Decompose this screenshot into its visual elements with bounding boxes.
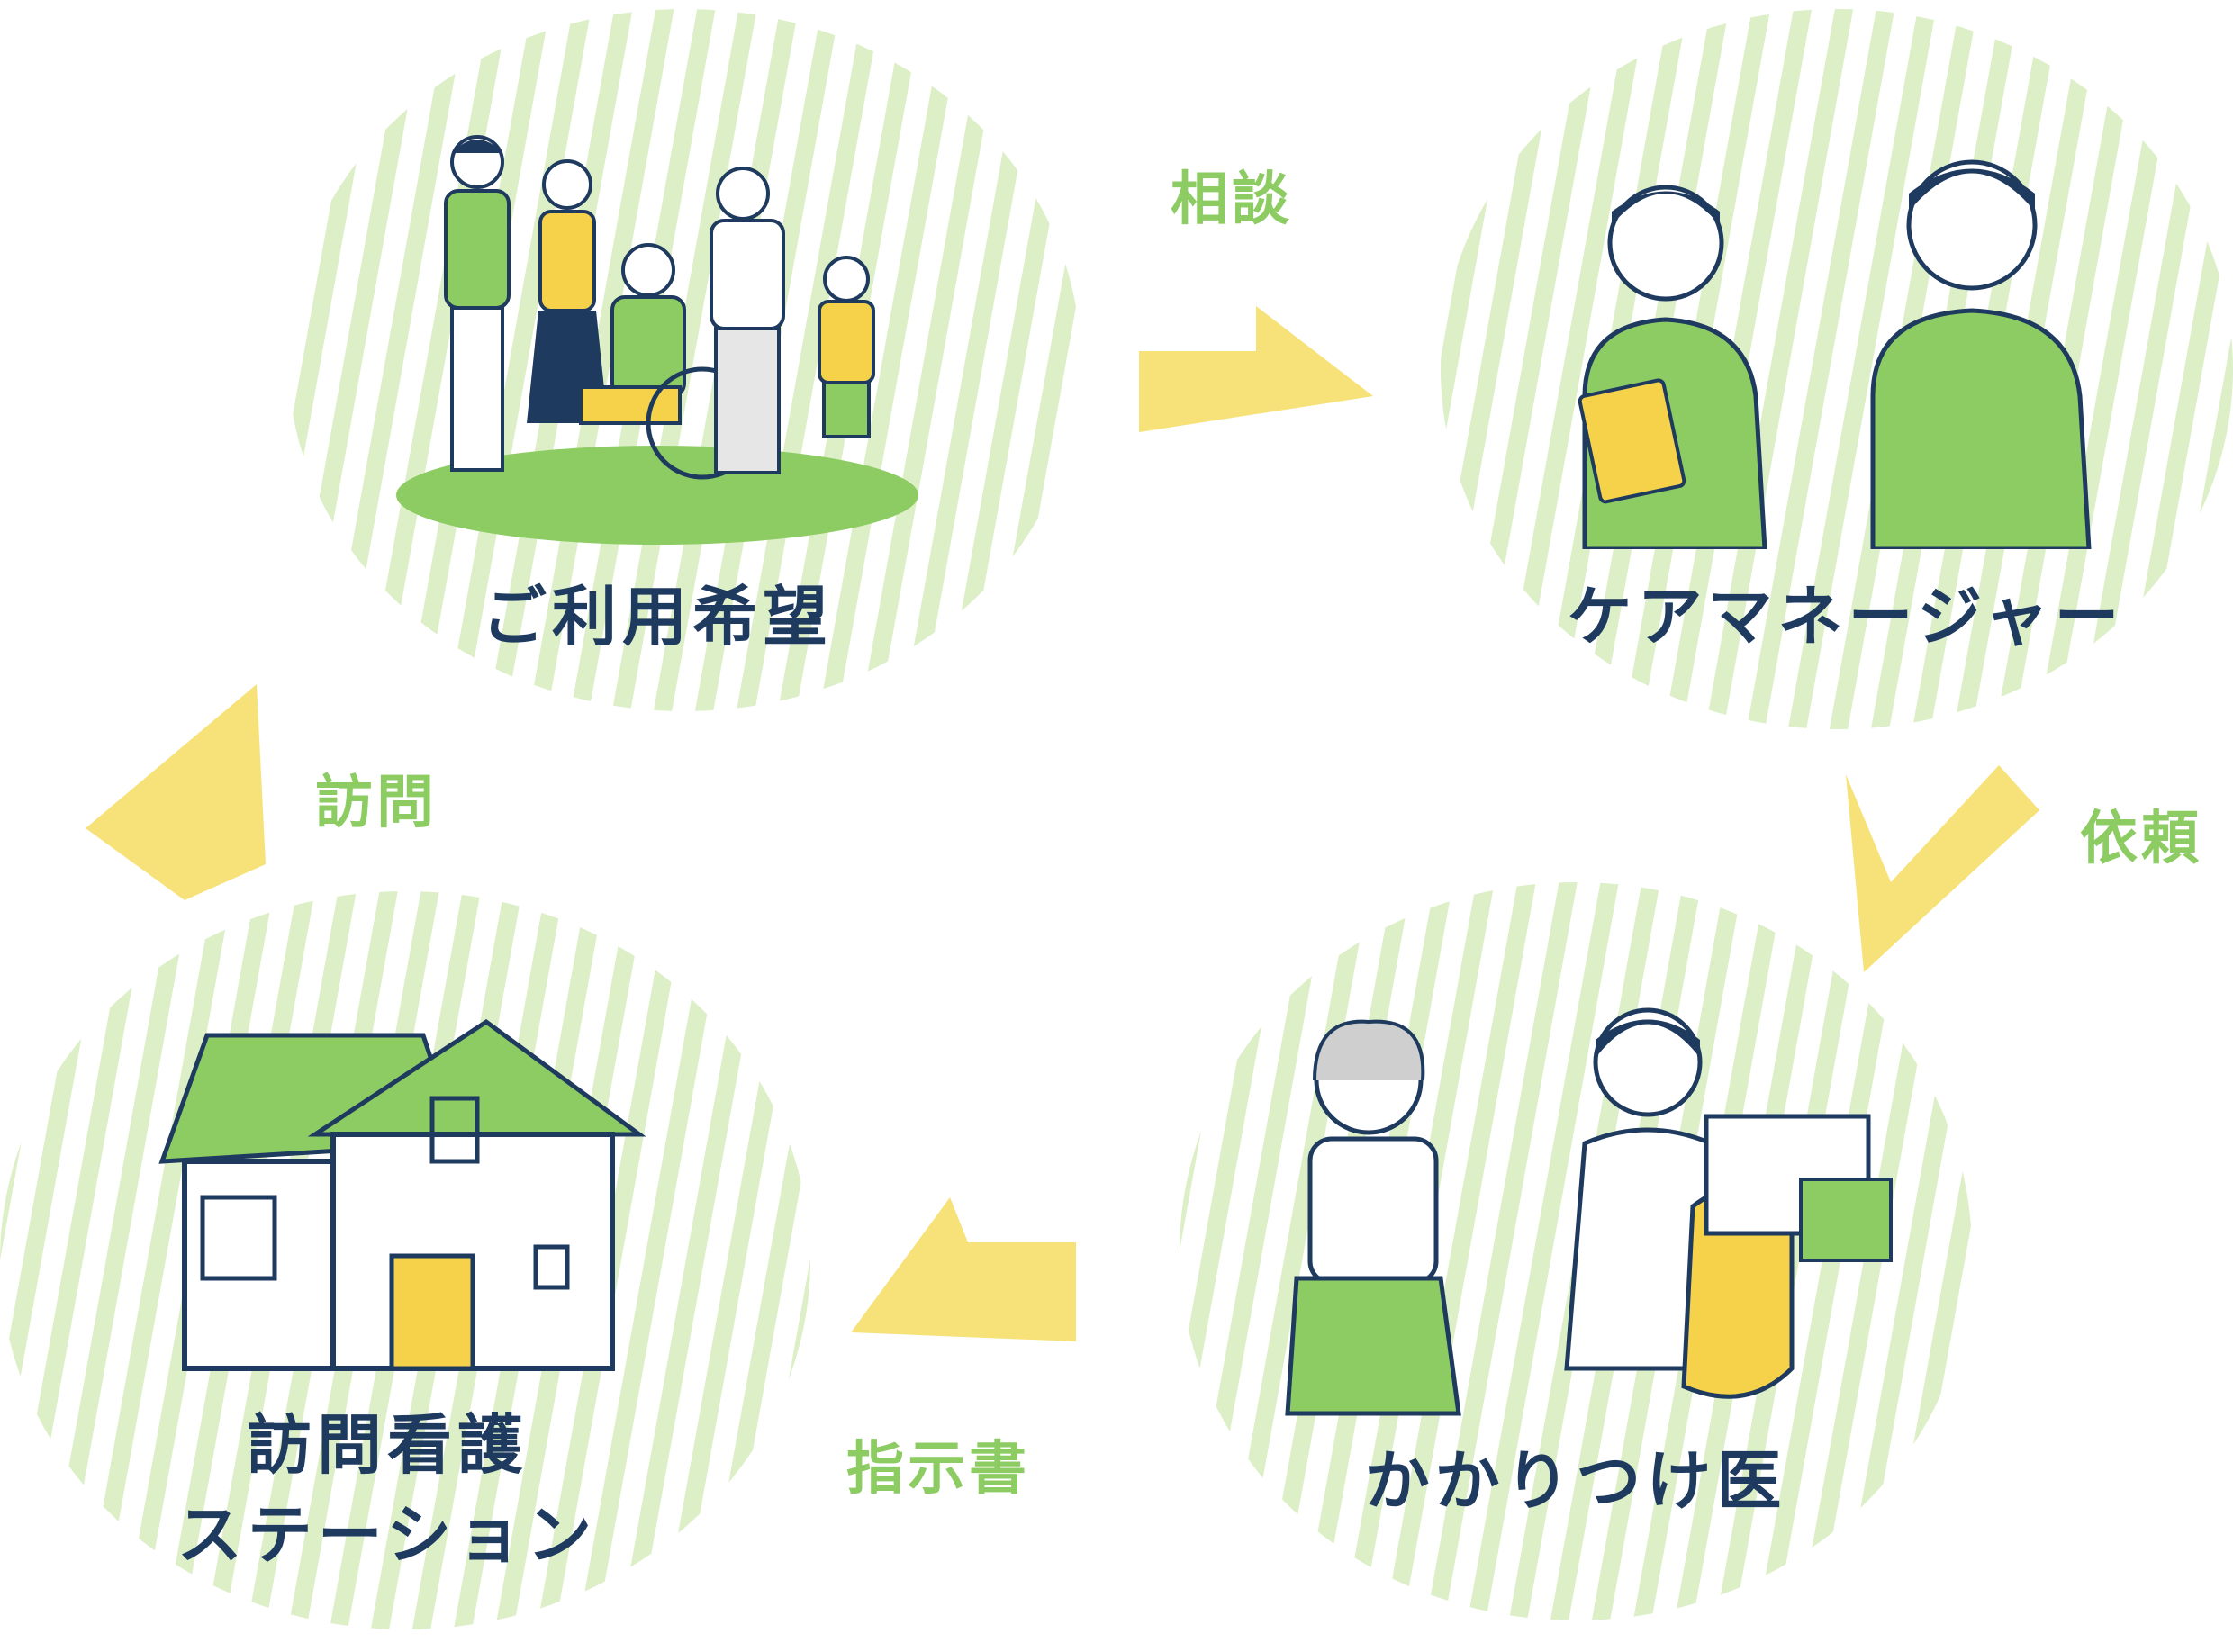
edge-label-visit: 訪問: [315, 770, 438, 836]
node-label-station-line1: 訪問看護: [246, 1407, 528, 1483]
edge-label-instruction: 指示書: [846, 1436, 1030, 1503]
doctor-consultation-illustration: [1285, 1007, 1893, 1416]
arrow-right: [1139, 306, 1373, 432]
arrow-left: [851, 1197, 1076, 1341]
house-illustration: [158, 1018, 646, 1371]
node-label-doctor: かかりつけ医: [1364, 1443, 1787, 1519]
arrow-up: [86, 684, 266, 900]
care-staff-illustration: [1578, 159, 2092, 549]
node-label-request: ご利用希望: [481, 579, 833, 654]
node-label-station-line2: ステーション: [176, 1497, 598, 1573]
edge-label-request-doc: 依頼: [2080, 806, 2202, 872]
family-illustration: [396, 135, 918, 545]
edge-label-consult: 相談: [1171, 167, 1293, 233]
arrow-down-left: [1846, 765, 2039, 972]
node-label-care-manager: ケアマネージャー: [1567, 579, 2125, 654]
backdrop-station: [0, 891, 810, 1629]
